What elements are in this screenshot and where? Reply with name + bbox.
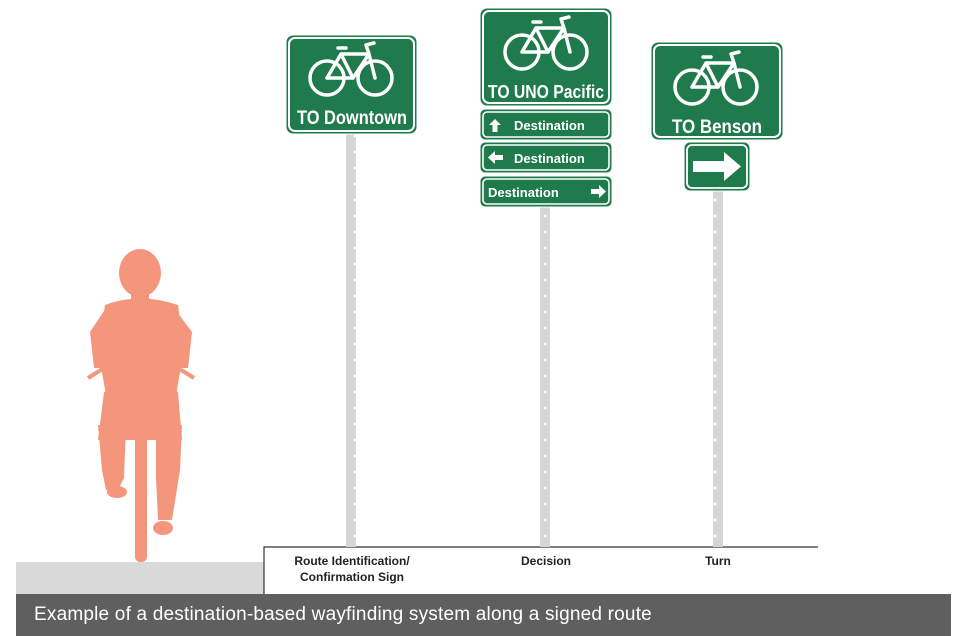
caption-text: Example of a destination-based wayfindin… bbox=[34, 604, 652, 625]
cyclist-silhouette bbox=[86, 249, 196, 562]
arrow-left-icon bbox=[488, 151, 503, 164]
ground-line bbox=[263, 546, 818, 594]
plaque-text: Destination bbox=[488, 185, 559, 200]
wayfinding-diagram: TO Downtown TO UNO Pacific Destination D… bbox=[16, 7, 818, 594]
destination-plaque-left: Destination bbox=[479, 141, 613, 174]
turn-sign-text: TO Benson bbox=[672, 117, 762, 138]
label-route-identification: Route Identification/ Confirmation Sign bbox=[271, 553, 433, 585]
plaque-text: Destination bbox=[514, 118, 585, 133]
caption-bar: Example of a destination-based wayfindin… bbox=[16, 594, 951, 636]
arrow-up-icon bbox=[489, 119, 501, 132]
label-route-line2: Confirmation Sign bbox=[300, 570, 404, 584]
label-decision: Decision bbox=[520, 554, 571, 568]
destination-plaque-up: Destination bbox=[479, 108, 613, 141]
post-route bbox=[346, 132, 356, 547]
arrow-right-icon bbox=[591, 185, 606, 198]
destination-plaque-right: Destination bbox=[479, 175, 613, 208]
plaque-text: Destination bbox=[514, 151, 585, 166]
turn-arrow-plaque bbox=[683, 141, 751, 192]
decision-sign-text: TO UNO Pacific bbox=[488, 82, 604, 102]
post-decision bbox=[540, 206, 550, 547]
route-sign-text: TO Downtown bbox=[297, 108, 407, 129]
sidewalk bbox=[16, 562, 264, 594]
route-sign: TO Downtown bbox=[285, 34, 418, 135]
post-turn bbox=[713, 188, 723, 547]
decision-sign: TO UNO Pacific bbox=[479, 7, 613, 107]
turn-sign: TO Benson bbox=[650, 41, 784, 141]
label-route-line1: Route Identification/ bbox=[294, 554, 410, 568]
arrow-right-icon bbox=[693, 152, 741, 181]
label-turn: Turn bbox=[705, 554, 731, 568]
